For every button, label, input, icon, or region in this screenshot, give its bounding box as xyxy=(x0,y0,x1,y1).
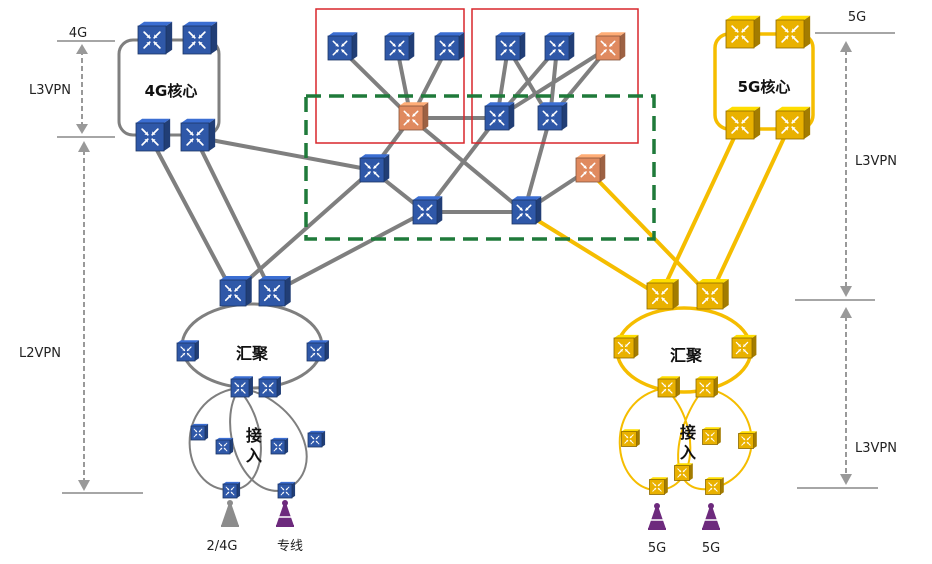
router-4g-agg-head-1-icon xyxy=(219,275,252,307)
right-axis xyxy=(795,32,895,489)
router-5g-agg-bottom-1-icon xyxy=(657,376,680,398)
router-5g-access-6-icon xyxy=(705,477,724,495)
core-5g-label: 5G核心 xyxy=(738,78,791,96)
router-4g-agg-head-2-icon xyxy=(258,275,291,307)
router-5g-access-2-icon xyxy=(702,427,721,445)
left-axis xyxy=(57,40,143,494)
access-5g-label-1: 接 xyxy=(680,423,696,442)
router-5g-core-4-icon xyxy=(775,106,811,140)
router-backbone-4-icon xyxy=(575,154,606,183)
aggregation-5g-label: 汇聚 xyxy=(670,346,703,365)
router-dc1-gateway-icon xyxy=(398,102,429,131)
router-5g-access-4-icon xyxy=(674,463,693,481)
router-dc1-2-icon xyxy=(384,32,415,61)
router-dc1-3-icon xyxy=(434,32,465,61)
access-5g-label-2: 入 xyxy=(680,443,696,462)
router-4g-agg-bottom-2-icon xyxy=(258,376,281,398)
router-dc2-1-icon xyxy=(495,32,526,61)
router-4g-access-5-icon xyxy=(222,481,241,499)
router-4g-core-1-icon xyxy=(137,21,173,55)
router-4g-agg-bottom-1-icon xyxy=(230,376,253,398)
right-axis-upper-label: L3VPN xyxy=(855,154,897,169)
right-axis-top-label: 5G xyxy=(848,10,866,25)
router-4g-access-2-icon xyxy=(215,437,234,455)
towers xyxy=(221,500,720,530)
router-4g-agg-left-icon xyxy=(176,340,199,362)
tower-24g-icon xyxy=(221,500,239,527)
core-4g-label: 4G核心 xyxy=(145,82,198,100)
tower-private-line-icon xyxy=(276,500,294,527)
router-4g-access-4-icon xyxy=(307,430,326,448)
dc-box-right xyxy=(471,8,639,144)
router-5g-access-1-icon xyxy=(621,429,640,447)
tower-24g-label: 2/4G xyxy=(207,539,238,554)
router-backbone-2-icon xyxy=(412,196,443,225)
left-axis-lower-label: L2VPN xyxy=(19,346,61,361)
left-axis-top-label: 4G xyxy=(69,26,87,41)
gold-links xyxy=(522,123,792,298)
router-dc2-gateway-1-icon xyxy=(484,102,515,131)
dc-box-left xyxy=(315,8,465,144)
router-5g-core-2-icon xyxy=(775,15,811,49)
access-4g-label-1: 接 xyxy=(246,426,262,445)
right-axis-lower-label: L3VPN xyxy=(855,441,897,456)
backbone-box xyxy=(304,94,656,241)
router-5g-agg-left-icon xyxy=(613,334,639,359)
tower-5g-b-label: 5G xyxy=(702,541,720,556)
router-5g-core-1-icon xyxy=(725,15,761,49)
access-4g-label-2: 入 xyxy=(246,446,262,465)
aggregation-4g-label: 汇聚 xyxy=(236,344,269,363)
tower-5g-a-label: 5G xyxy=(648,541,666,556)
router-4g-core-4-icon xyxy=(180,118,216,152)
router-dc1-1-icon xyxy=(327,32,358,61)
router-dc2-gateway-2-icon xyxy=(537,102,568,131)
router-backbone-1-icon xyxy=(359,154,390,183)
router-5g-access-5-icon xyxy=(649,477,668,495)
router-5g-agg-right-icon xyxy=(731,334,757,359)
routers xyxy=(135,15,811,499)
router-4g-core-3-icon xyxy=(135,118,171,152)
router-5g-agg-head-1-icon xyxy=(646,278,679,310)
router-dc2-2-icon xyxy=(544,32,575,61)
router-4g-access-1-icon xyxy=(190,423,209,441)
tower-5g-b-icon xyxy=(702,503,720,530)
router-5g-core-3-icon xyxy=(725,106,761,140)
router-4g-access-3-icon xyxy=(270,437,289,455)
left-axis-upper-label: L3VPN xyxy=(29,83,71,98)
router-5g-agg-bottom-2-icon xyxy=(695,376,718,398)
router-dc2-3-icon xyxy=(595,32,626,61)
tower-private-line-label: 专线 xyxy=(277,539,303,554)
tower-5g-a-icon xyxy=(648,503,666,530)
core-5g-box xyxy=(713,32,815,131)
router-4g-core-2-icon xyxy=(182,21,218,55)
router-4g-agg-right-icon xyxy=(306,340,329,362)
router-4g-access-6-icon xyxy=(277,481,296,499)
router-backbone-3-icon xyxy=(511,196,542,225)
router-5g-agg-head-2-icon xyxy=(696,278,729,310)
router-5g-access-3-icon xyxy=(738,431,757,449)
